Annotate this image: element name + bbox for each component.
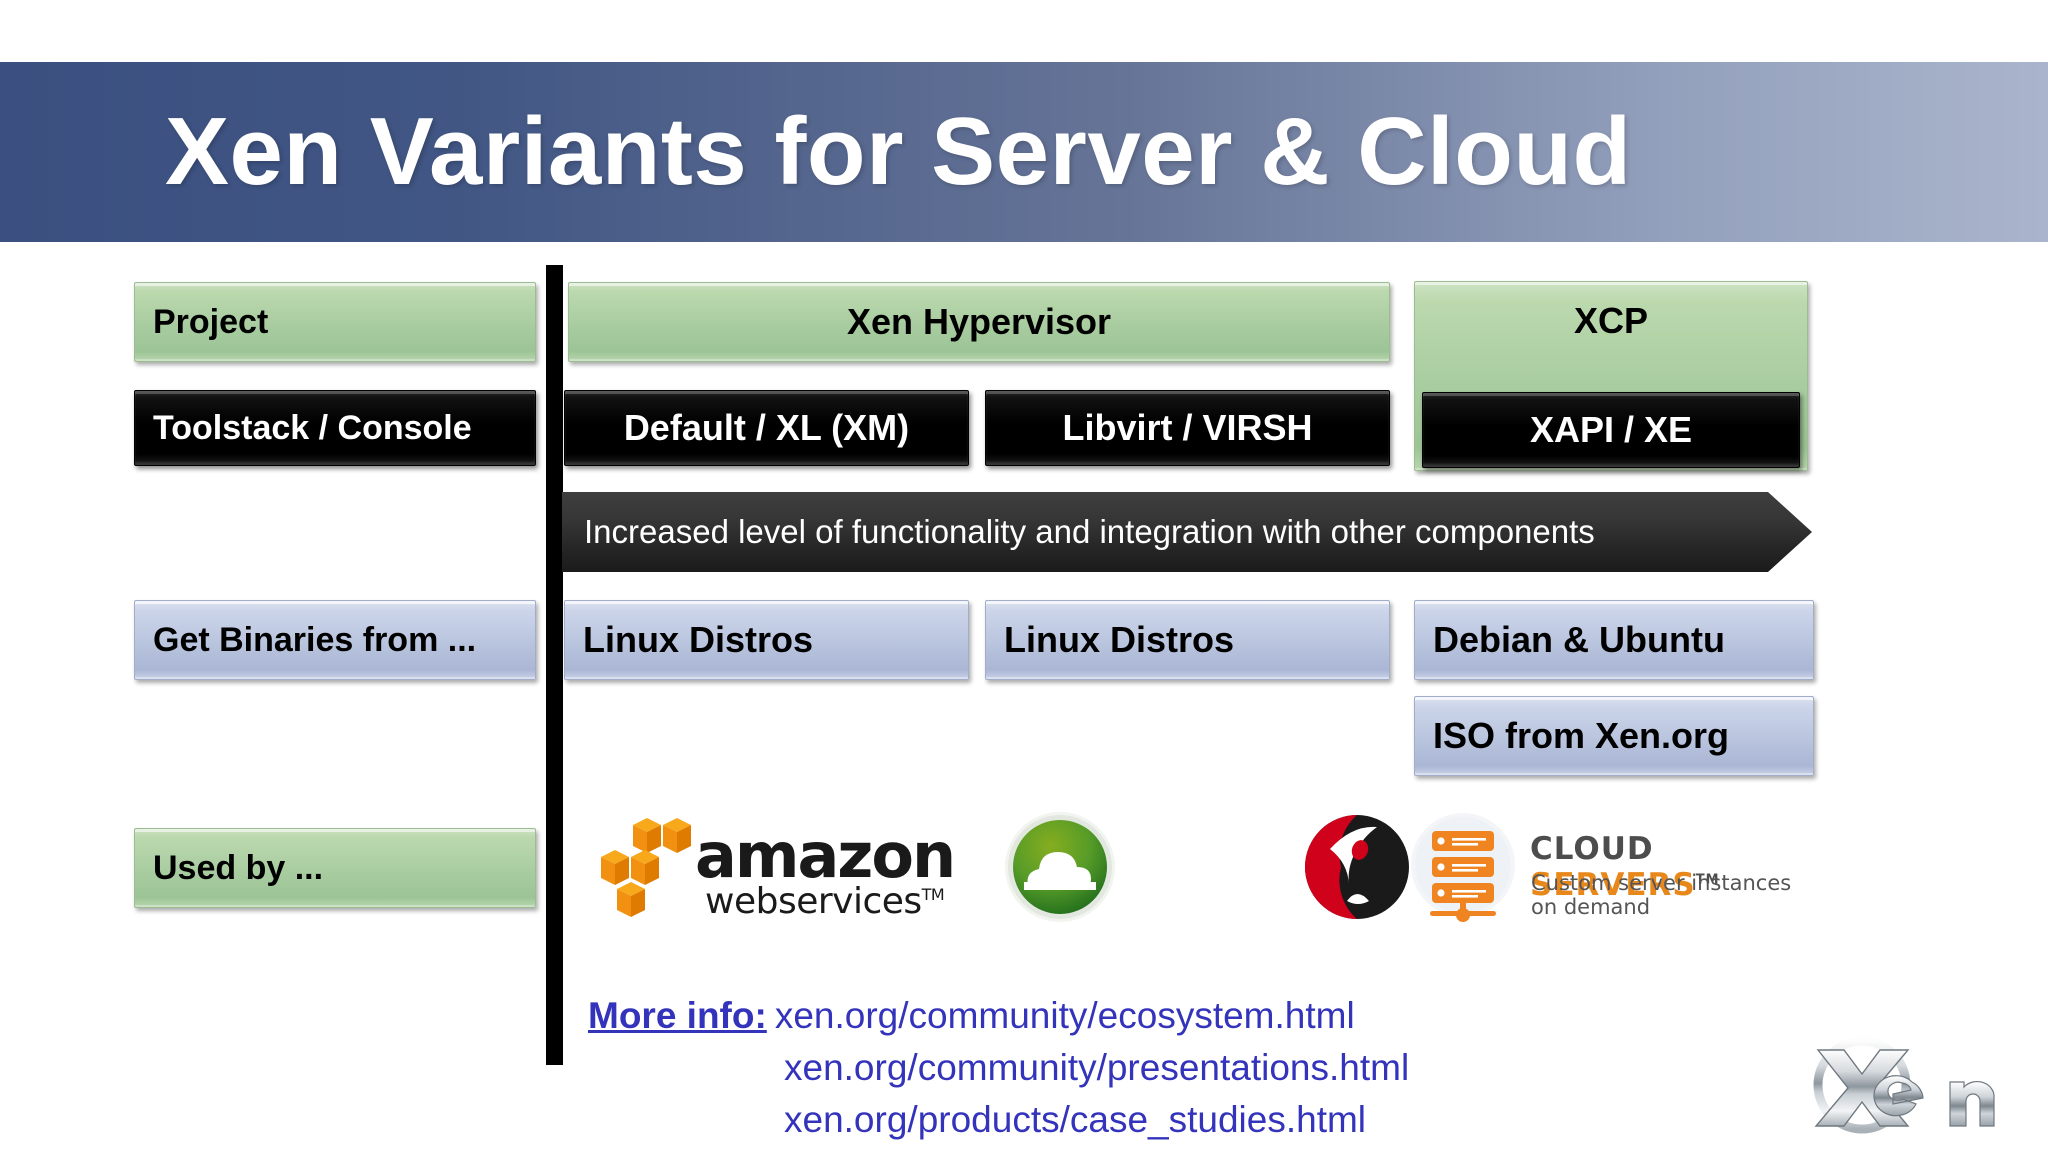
vertical-divider: [546, 265, 563, 1065]
project-xcp-label: XCP: [1573, 300, 1649, 341]
aws-logo: amazon webservicesTM: [595, 805, 956, 925]
more-info-row-3: xen.org/products/case_studies.html: [588, 1094, 1409, 1146]
binaries-linux-distros-2[interactable]: Linux Distros: [985, 600, 1390, 680]
toolstack-xapi-xe-label: XAPI / XE: [1529, 409, 1693, 450]
cloud-servers-tagline: Custom server instances on demand: [1531, 871, 1792, 919]
row-label-project: Project: [134, 282, 536, 362]
functionality-arrow-banner: Increased level of functionality and int…: [562, 492, 1812, 572]
row-label-used-by: Used by ...: [134, 828, 536, 908]
functionality-arrow-text: Increased level of functionality and int…: [584, 513, 1595, 550]
aws-cubes-icon: [601, 818, 691, 917]
row-label-used-by-text: Used by ...: [153, 848, 324, 887]
more-info-row-1: More info:xen.org/community/ecosystem.ht…: [588, 990, 1409, 1042]
project-xen-hypervisor-label: Xen Hypervisor: [846, 301, 1112, 342]
cloud-servers-trademark: TM: [1695, 872, 1720, 888]
cloudstack-logo: [1000, 810, 1120, 925]
project-xen-hypervisor[interactable]: Xen Hypervisor: [568, 282, 1390, 362]
rackspace-cloud-servers-logo: CLOUD SERVERSTM Custom server instances …: [1300, 805, 1800, 930]
cloud-servers-title-cloud: CLOUD: [1530, 831, 1654, 867]
row-label-toolstack: Toolstack / Console: [134, 390, 536, 466]
toolstack-default-xl[interactable]: Default / XL (XM): [564, 390, 969, 466]
binaries-linux-distros-1-label: Linux Distros: [583, 619, 814, 660]
binaries-linux-distros-1[interactable]: Linux Distros: [564, 600, 969, 680]
toolstack-xapi-xe[interactable]: XAPI / XE: [1422, 392, 1800, 468]
binaries-debian-ubuntu[interactable]: Debian & Ubuntu: [1414, 600, 1814, 680]
xen-logo-icon: [1813, 1036, 1995, 1134]
more-info-link-2[interactable]: xen.org/community/presentations.html: [784, 1047, 1410, 1088]
binaries-debian-ubuntu-label: Debian & Ubuntu: [1433, 619, 1725, 660]
more-info-link-3[interactable]: xen.org/products/case_studies.html: [784, 1099, 1367, 1140]
toolstack-libvirt-virsh[interactable]: Libvirt / VIRSH: [985, 390, 1390, 466]
toolstack-libvirt-virsh-label: Libvirt / VIRSH: [1062, 407, 1313, 448]
xen-logo: [1800, 1030, 2030, 1140]
aws-subwordmark: webservicesTM: [705, 881, 945, 922]
title-banner: Xen Variants for Server & Cloud: [0, 62, 2048, 242]
more-info-block: More info:xen.org/community/ecosystem.ht…: [588, 990, 1409, 1146]
cloud-servers-title-servers: SERVERS: [1530, 867, 1696, 903]
row-label-binaries: Get Binaries from ...: [134, 600, 536, 680]
more-info-row-2: xen.org/community/presentations.html: [588, 1042, 1409, 1094]
aws-trademark: TM: [921, 885, 945, 904]
toolstack-default-xl-label: Default / XL (XM): [623, 407, 910, 448]
aws-subwordmark-text: webservices: [705, 881, 922, 922]
more-info-link-1[interactable]: xen.org/community/ecosystem.html: [774, 995, 1355, 1036]
page-title: Xen Variants for Server & Cloud: [165, 98, 1632, 205]
server-stack-icon: [1411, 813, 1515, 922]
binaries-iso-xen-org[interactable]: ISO from Xen.org: [1414, 696, 1814, 776]
binaries-linux-distros-2-label: Linux Distros: [1004, 619, 1235, 660]
rackspace-mark-icon: [1305, 815, 1409, 919]
binaries-iso-xen-org-label: ISO from Xen.org: [1433, 715, 1730, 756]
row-label-project-text: Project: [153, 302, 269, 341]
row-label-binaries-text: Get Binaries from ...: [153, 620, 477, 659]
aws-wordmark: amazon: [695, 819, 956, 892]
green-cloud-icon: [1005, 812, 1115, 922]
cloud-servers-title: CLOUD SERVERSTM: [1530, 831, 1800, 903]
more-info-label: More info:: [588, 995, 767, 1036]
row-label-toolstack-text: Toolstack / Console: [153, 408, 472, 447]
